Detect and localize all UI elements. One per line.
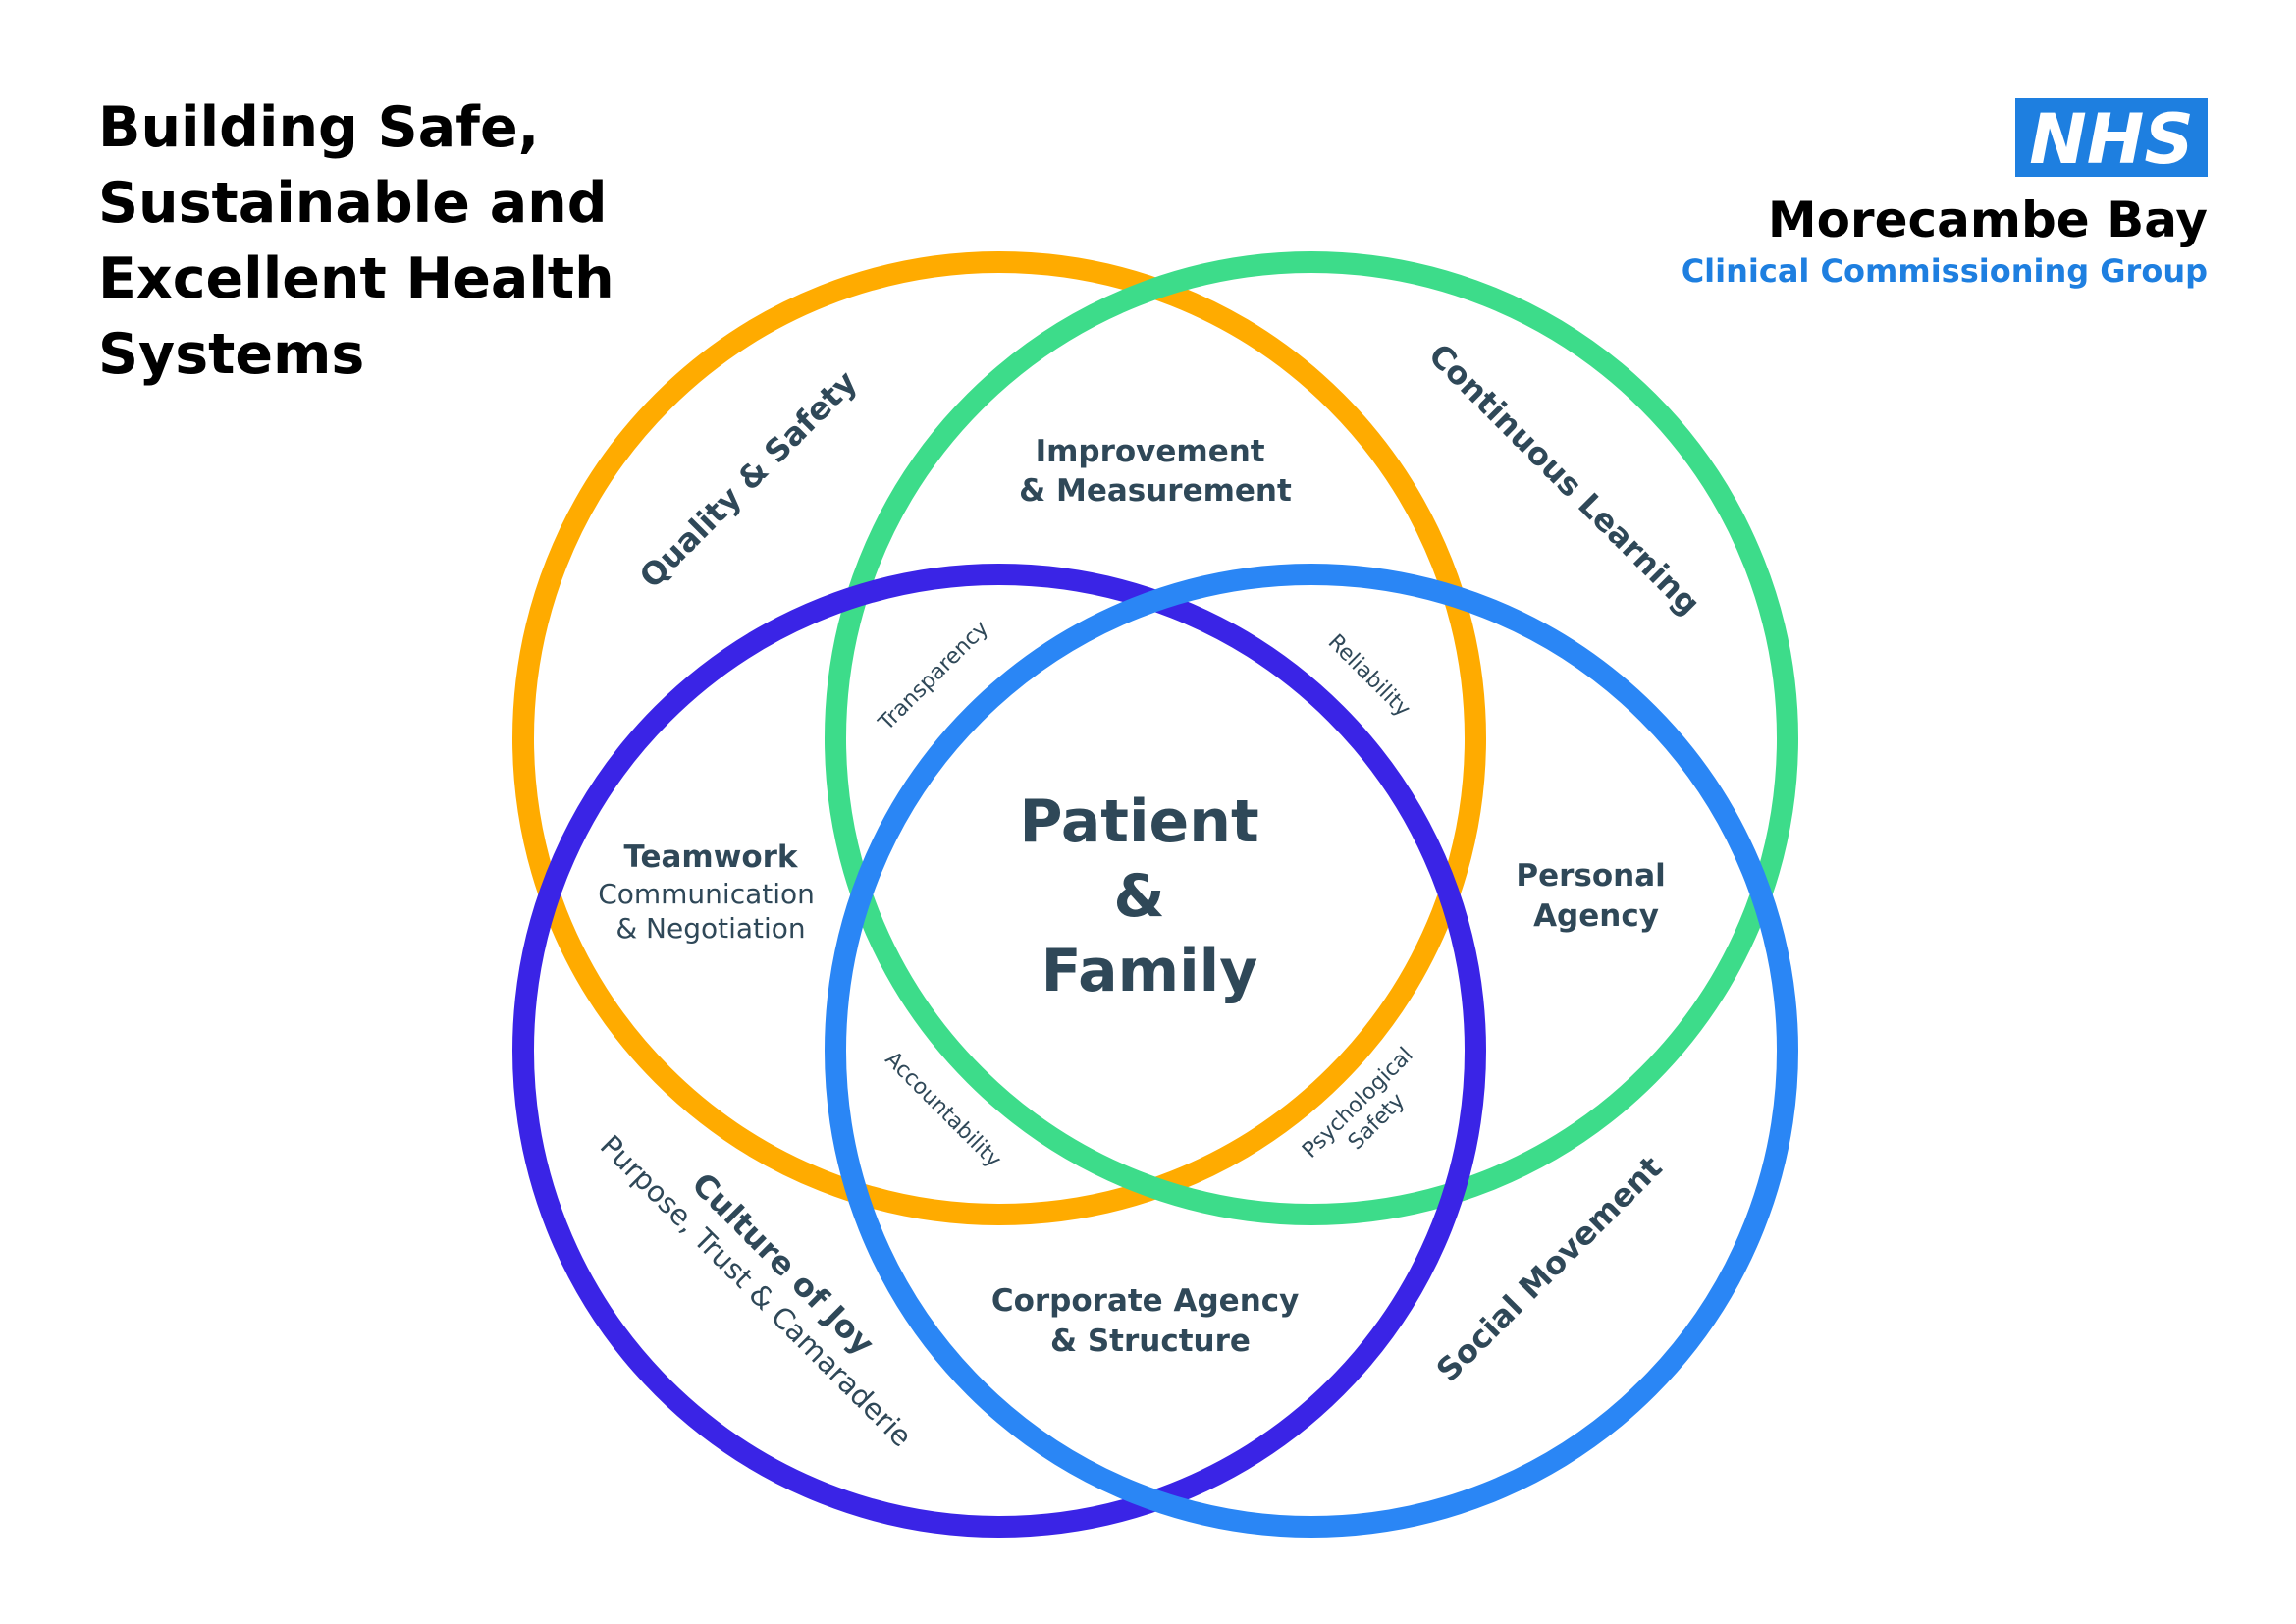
org-subtitle: Clinical Commissioning Group xyxy=(1681,252,2208,290)
accountability-label: Accountability xyxy=(881,1047,1006,1172)
corporate-agency-line-2: & Structure xyxy=(1050,1324,1251,1359)
title-line-3: Excellent Health xyxy=(98,246,614,311)
teamwork-sub-line-2: & Negotiation xyxy=(615,912,805,945)
personal-agency-line-1: Personal xyxy=(1516,858,1665,893)
improvement-measurement-label: Improvement & Measurement xyxy=(1019,434,1292,509)
center-line-3: Family xyxy=(1041,937,1258,1005)
improvement-line-1: Improvement xyxy=(1036,434,1265,469)
continuous-learning-circle xyxy=(825,251,1798,1225)
nhs-logo-icon: NHS xyxy=(2015,98,2208,177)
teamwork-subtitle: Communication & Negotiation xyxy=(598,878,824,945)
social-movement-circle xyxy=(825,564,1798,1538)
culture-of-joy-circle xyxy=(512,564,1486,1538)
personal-agency-line-2: Agency xyxy=(1533,898,1659,934)
nhs-logo-text: NHS xyxy=(2029,99,2194,177)
page-title: Building Safe, Sustainable and Excellent… xyxy=(98,90,707,393)
corporate-agency-line-1: Corporate Agency xyxy=(991,1283,1300,1319)
center-line-2: & xyxy=(1113,862,1164,931)
continuous-learning-text: Continuous Learning xyxy=(1421,337,1707,623)
title-line-2: Sustainable and xyxy=(98,171,608,236)
personal-agency-label: Personal Agency xyxy=(1516,858,1676,934)
org-name: Morecambe Bay xyxy=(1767,191,2208,248)
title-line-1: Building Safe, xyxy=(98,95,540,160)
teamwork-title: Teamwork xyxy=(623,839,798,875)
teamwork-sub-line-1: Communication xyxy=(598,878,815,910)
psychological-safety-label: Psychological Safety xyxy=(1298,1043,1417,1163)
corporate-agency-label: Corporate Agency & Structure xyxy=(991,1283,1309,1359)
patient-family-label: Patient & Family xyxy=(1019,787,1279,1005)
improvement-line-2: & Measurement xyxy=(1019,473,1292,509)
culture-of-joy-subtitle: Purpose, Trust & Camaraderie xyxy=(594,1128,919,1453)
quality-safety-circle xyxy=(512,251,1486,1225)
continuous-learning-label: Continuous Learning xyxy=(1421,337,1707,623)
title-line-4: Systems xyxy=(98,322,365,387)
nhs-logo-block: NHS Morecambe Bay Clinical Commissioning… xyxy=(1682,98,2208,291)
center-line-1: Patient xyxy=(1019,787,1258,856)
